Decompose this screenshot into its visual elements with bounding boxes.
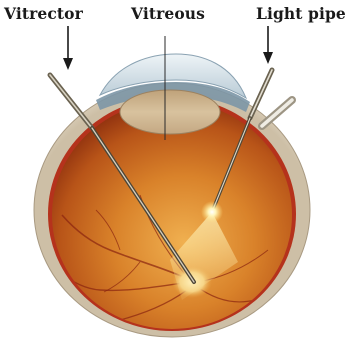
light-pipe-label: Light pipe — [256, 4, 346, 23]
vitreous-label: Vitreous — [131, 4, 205, 23]
arrow-down-icon — [63, 26, 73, 70]
lens — [120, 90, 220, 134]
light-pipe-glow — [201, 201, 223, 223]
fundus — [52, 101, 292, 329]
arrow-down-icon — [263, 26, 273, 64]
infusion-cannula — [262, 100, 292, 126]
vitrector-label: Vitrector — [4, 4, 83, 23]
